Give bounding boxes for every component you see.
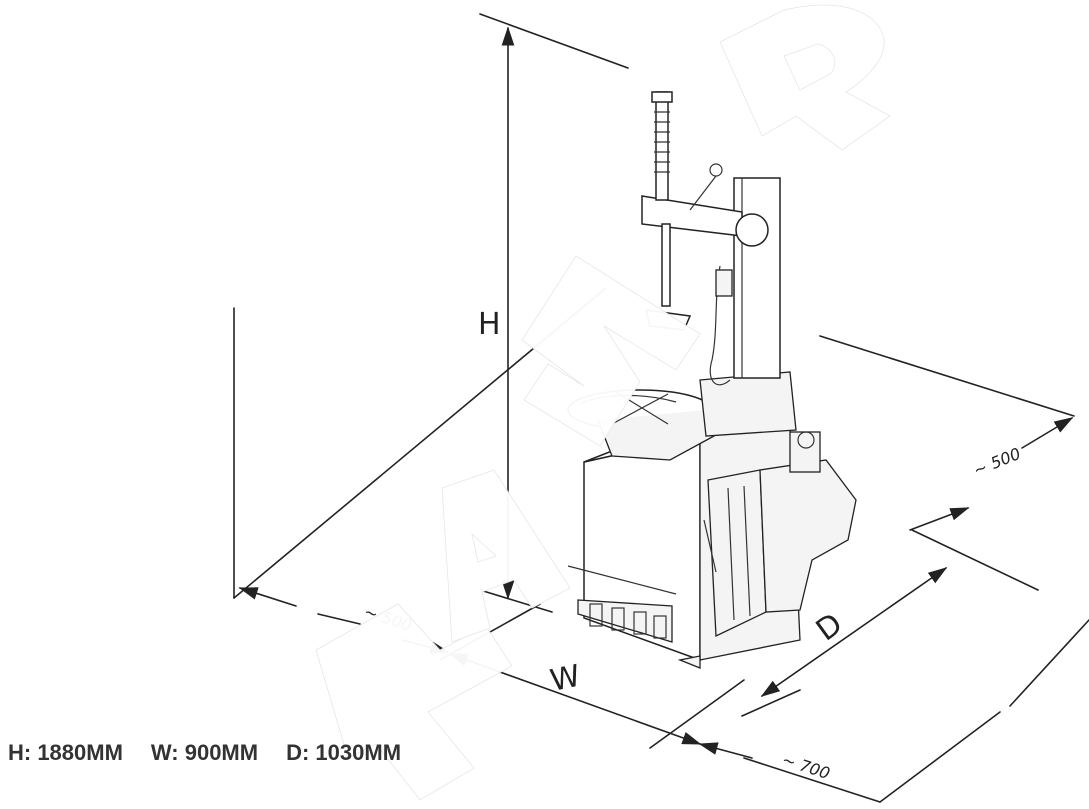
watermark-letter-t xyxy=(315,603,513,801)
tire-changer-machine xyxy=(567,91,857,669)
spec-height: H: 1880MM xyxy=(8,740,123,765)
depth-dimension xyxy=(741,567,948,717)
watermark-letter-r xyxy=(719,4,891,151)
watermark-letter-a xyxy=(441,469,571,643)
width-label: W xyxy=(547,658,583,698)
right-clearance-label: ~ 500 xyxy=(971,444,1024,480)
spec-depth: D: 1030MM xyxy=(286,740,402,765)
spec-width: W: 900MM xyxy=(150,740,259,765)
watermark xyxy=(315,4,891,801)
watermark-letter-z xyxy=(521,255,701,447)
height-label: H xyxy=(478,307,501,342)
dimension-spec-line: H: 1880MM W: 900MM D: 1030MM xyxy=(8,740,401,770)
depth-label: D xyxy=(810,607,849,649)
front-clearance-dimension xyxy=(698,742,753,759)
right-clearance-dimension xyxy=(909,417,1074,531)
